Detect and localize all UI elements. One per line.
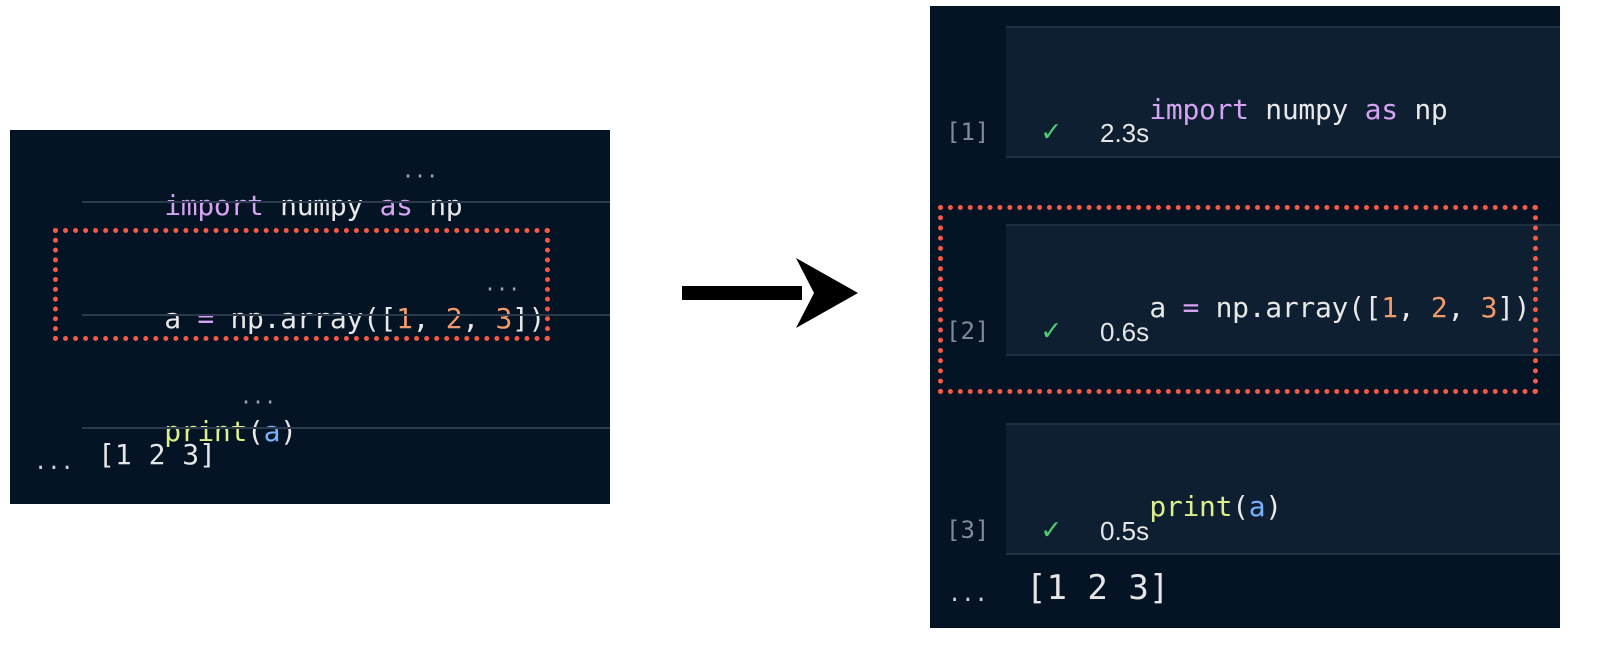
right-notebook-panel: import numpy as np [1] ✓ 2.3s a = np.arr… <box>930 6 1560 628</box>
closing-brackets: ]) <box>512 302 546 335</box>
cell-separator <box>82 201 610 203</box>
code-cell-1[interactable]: import numpy as np <box>1006 26 1560 158</box>
output-marker[interactable]: ... <box>34 450 74 475</box>
execution-count: [1] <box>946 118 990 146</box>
right-arrow-icon <box>682 258 858 328</box>
call-np-array: np.array([ <box>230 302 397 335</box>
keyword-import: import <box>164 189 264 222</box>
closing-brackets: ]) <box>1497 291 1531 324</box>
code-line-import[interactable]: import numpy as np <box>1050 60 1447 159</box>
code-cell-3[interactable]: print(a) <box>1006 423 1560 555</box>
output-marker[interactable]: ... <box>948 582 988 607</box>
close-paren: ) <box>280 415 297 448</box>
number-1: 1 <box>1381 291 1398 324</box>
comma: , <box>462 302 496 335</box>
cell-separator <box>82 427 610 429</box>
checkmark-icon: ✓ <box>1042 313 1061 348</box>
var-a: a <box>164 302 181 335</box>
execution-time: 0.5s <box>1100 516 1150 546</box>
operator-equals: = <box>1182 291 1200 324</box>
arg-a: a <box>1248 490 1266 523</box>
code-line-print[interactable]: print(a) <box>1050 457 1282 556</box>
checkmark-icon: ✓ <box>1042 114 1061 149</box>
code-cell-2[interactable]: a = np.array([1, 2, 3]) <box>1006 224 1560 356</box>
module-numpy: numpy <box>1265 93 1349 126</box>
module-numpy: numpy <box>280 189 363 222</box>
code-line-print[interactable]: print(a) <box>98 382 297 481</box>
number-3: 3 <box>1480 291 1498 324</box>
number-3: 3 <box>495 302 512 335</box>
function-print: print <box>164 415 248 448</box>
highlight-box-left <box>53 228 550 341</box>
execution-time: 0.6s <box>1100 317 1150 347</box>
collapsed-marker[interactable]: ··· <box>240 390 277 414</box>
highlight-box-right <box>938 205 1538 394</box>
comma: , <box>1447 291 1481 324</box>
keyword-import: import <box>1149 93 1249 126</box>
code-line-array[interactable]: a = np.array([1, 2, 3]) <box>98 269 545 368</box>
cell-output: [1 2 3] <box>1026 568 1170 608</box>
keyword-as: as <box>1364 93 1398 126</box>
operator-equals: = <box>197 302 214 335</box>
open-paren: ( <box>247 415 264 448</box>
open-paren: ( <box>1232 490 1249 523</box>
collapsed-marker[interactable]: ··· <box>484 277 521 301</box>
number-2: 2 <box>1430 291 1448 324</box>
comma: , <box>412 302 446 335</box>
number-2: 2 <box>445 302 463 335</box>
execution-count: [3] <box>946 516 990 544</box>
checkmark-icon: ✓ <box>1042 512 1061 547</box>
function-print: print <box>1149 490 1233 523</box>
comma: , <box>1397 291 1431 324</box>
number-1: 1 <box>396 302 413 335</box>
alias-np: np <box>1414 93 1448 126</box>
keyword-as: as <box>379 189 413 222</box>
alias-np: np <box>429 189 463 222</box>
cell-separator <box>82 314 610 316</box>
arg-a: a <box>263 415 281 448</box>
cell-output: [1 2 3] <box>98 438 217 471</box>
code-line-array[interactable]: a = np.array([1, 2, 3]) <box>1050 258 1530 357</box>
left-notebook-panel: import numpy as np ··· a = np.array([1, … <box>10 130 610 504</box>
close-paren: ) <box>1265 490 1282 523</box>
collapsed-marker[interactable]: ··· <box>402 164 439 188</box>
code-line-import[interactable]: import numpy as np <box>98 156 462 255</box>
var-a: a <box>1149 291 1166 324</box>
execution-count: [2] <box>946 317 990 345</box>
execution-time: 2.3s <box>1100 118 1150 148</box>
call-np-array: np.array([ <box>1215 291 1382 324</box>
